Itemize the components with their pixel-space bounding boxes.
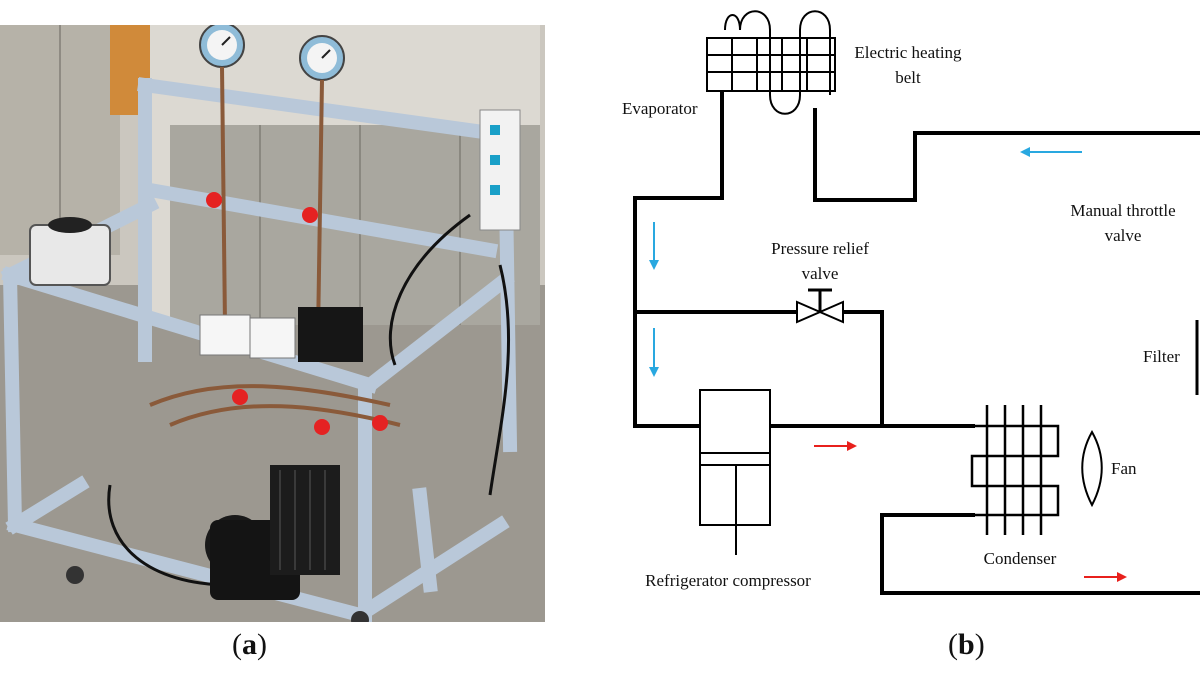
schematic-diagram: Electric heating belt Evaporator Manual … [622, 10, 1200, 595]
caption-a-close: ) [257, 628, 267, 661]
caption-b-close: ) [974, 628, 985, 661]
label-evaporator: Evaporator [622, 99, 698, 118]
label-pressure-relief-valve-line2: valve [802, 264, 839, 283]
rig-photo [0, 25, 545, 622]
label-fan: Fan [1111, 459, 1137, 478]
caption-b-letter: b [958, 628, 975, 661]
fan-icon [1081, 429, 1103, 508]
caption-a-open: ( [232, 628, 242, 661]
valve-handle-icon [206, 192, 388, 435]
label-pressure-relief-valve-line1: Pressure relief [771, 239, 869, 258]
caption-b: (b) [948, 628, 985, 662]
label-filter: Filter [1143, 347, 1180, 366]
caption-a-letter: a [242, 628, 257, 661]
pressure-gauge-icon [199, 25, 245, 68]
label-manual-throttle-valve-line2: valve [1105, 226, 1142, 245]
label-electric-heating-belt-line2: belt [895, 68, 921, 87]
label-manual-throttle-valve-line1: Manual throttle [1070, 201, 1175, 220]
caption-a: (a) [232, 628, 267, 662]
label-refrigerator-compressor: Refrigerator compressor [645, 571, 811, 590]
condenser [970, 405, 1060, 535]
label-electric-heating-belt-line1: Electric heating [854, 43, 962, 62]
rig-photo-illustration [0, 25, 545, 622]
relief-valve-icon [796, 288, 844, 324]
refrigeration-schematic: Electric heating belt Evaporator Manual … [560, 0, 1200, 620]
refrigerant-pipes [633, 90, 1200, 595]
pressure-gauge-icon [299, 35, 345, 81]
evaporator [706, 10, 836, 115]
caption-b-open: ( [948, 628, 958, 661]
refrigerator-compressor [699, 389, 771, 555]
label-condenser: Condenser [984, 549, 1057, 568]
